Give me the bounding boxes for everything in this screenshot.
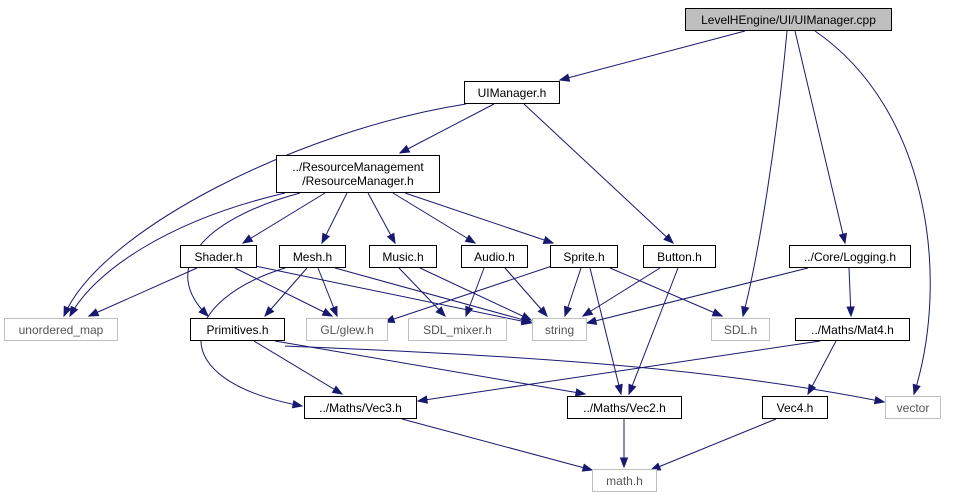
edge-button-vec2 [628, 267, 679, 395]
arrowhead-mesh-glew [329, 305, 338, 318]
node-vec2-h[interactable]: ../Maths/Vec2.h [567, 396, 682, 419]
edge-resource-audio [392, 192, 476, 244]
edge-vec4-math [650, 418, 777, 471]
dependency-edges [63, 30, 931, 472]
arrowhead-sprite-string [564, 305, 573, 318]
edge-resource-sprite [404, 192, 554, 244]
node-primitives-h[interactable]: Primitives.h [190, 318, 285, 341]
node-vec3-h[interactable]: ../Maths/Vec3.h [304, 396, 417, 419]
node-glew-h: GL/glew.h [306, 318, 388, 341]
arrowhead-resource-music [386, 232, 396, 245]
edge-uimanager-button [523, 103, 674, 244]
arrowhead-primitives-vec3 [331, 385, 344, 395]
edge-primitives-vec2 [274, 340, 586, 395]
arrowhead-primitives-vector [873, 395, 886, 405]
arrowhead-resource-umap [69, 305, 79, 318]
edge-music-string [419, 267, 532, 321]
edge-resource-umap [69, 192, 286, 317]
edge-root-uimanager [559, 30, 746, 81]
edge-shader-umap [88, 267, 198, 317]
edge-mat4-vec3 [417, 340, 821, 402]
arrowhead-root-uimanager [558, 73, 571, 82]
arrowhead-root-sdl [741, 305, 750, 318]
arrowhead-uimanager-resource [398, 144, 411, 154]
arrowhead-mesh-primitives [264, 306, 275, 318]
node-string: string [532, 318, 587, 341]
edge-mesh-primitives [264, 267, 308, 317]
edge-uimanager-umap [63, 103, 467, 317]
node-sdl-mixer-h: SDL_mixer.h [408, 318, 507, 341]
arrowhead-button-vec2 [628, 383, 637, 396]
node-audio-h[interactable]: Audio.h [461, 245, 528, 268]
edge-shader-glew [234, 267, 333, 317]
arrowhead-logging-string [585, 316, 598, 325]
node-root-uimanager-cpp: LevelHEngine/UI/UIManager.cpp [685, 8, 892, 31]
arrowhead-mat4-vec4 [807, 383, 817, 396]
arrowhead-music-sdlmixer [435, 306, 446, 317]
arrowhead-mat4-vec3 [416, 395, 429, 404]
arrowhead-root-vector [912, 383, 921, 396]
node-logging-h[interactable]: ../Core/Logging.h [789, 245, 911, 268]
node-shader-h[interactable]: Shader.h [180, 245, 257, 268]
edge-primitives-vec3 [253, 340, 343, 395]
node-mat4-h[interactable]: ../Maths/Mat4.h [795, 318, 910, 341]
arrowhead-resource-mesh [321, 232, 331, 245]
node-sdl-h: SDL.h [711, 318, 770, 341]
arrowhead-uimanager-button [663, 233, 675, 244]
edge-sprite-vec2 [589, 267, 622, 395]
node-resource-manager-line2: /ResourceManager.h [302, 174, 414, 188]
edge-resource-shader [242, 192, 326, 244]
arrowhead-audio-sdlmixer [465, 305, 474, 318]
arrowhead-logging-mat4 [846, 306, 855, 318]
node-sprite-h[interactable]: Sprite.h [550, 245, 618, 268]
edge-button-string [582, 267, 661, 317]
arrowhead-uimanager-umap [63, 305, 72, 318]
arrowhead-resource-shader [241, 234, 254, 244]
edge-logging-string [586, 267, 809, 324]
node-music-h[interactable]: Music.h [369, 245, 437, 268]
arrowhead-music-string [520, 312, 533, 321]
arrowhead-root-logging [838, 232, 847, 245]
arrowhead-sprite-sdl [711, 308, 724, 317]
edge-music-sdlmixer [398, 267, 446, 317]
edge-primitives-vector [284, 345, 885, 403]
node-uimanager-h[interactable]: UIManager.h [464, 81, 560, 104]
node-resource-manager-h[interactable]: ../ResourceManagement /ResourceManager.h [276, 155, 440, 193]
node-mesh-h[interactable]: Mesh.h [279, 245, 346, 268]
edge-audio-string [504, 267, 548, 317]
node-button-h[interactable]: Button.h [643, 245, 716, 268]
arrowhead-resource-audio [464, 234, 477, 244]
edge-vec3-math [401, 418, 593, 471]
arrowhead-mesh-vec3 [291, 400, 304, 409]
arrowhead-vec2-math [619, 457, 629, 469]
node-unordered-map: unordered_map [4, 318, 118, 341]
edge-shader-string [254, 265, 532, 324]
edge-mat4-vec4 [807, 340, 837, 395]
node-vec4-h[interactable]: Vec4.h [762, 396, 828, 419]
edge-root-vector [814, 30, 931, 395]
arrowhead-vec3-math [581, 463, 594, 472]
edge-sprite-glew [384, 265, 553, 323]
node-math-h: math.h [592, 469, 657, 492]
edge-root-sdl [742, 30, 788, 317]
arrowhead-resource-sprite [542, 235, 555, 244]
arrowhead-shader-glew [321, 308, 334, 317]
edge-mesh-string [334, 267, 532, 323]
arrowhead-primitives-vec2 [574, 388, 587, 397]
edge-uimanager-resource [399, 103, 495, 154]
node-resource-manager-line1: ../ResourceManagement [292, 160, 424, 174]
arrowhead-shader-umap [87, 308, 100, 317]
arrowhead-button-string [581, 307, 594, 317]
arrowhead-sprite-vec2 [614, 383, 623, 396]
node-vector: vector [885, 396, 941, 419]
arrowhead-resource-primitives [198, 306, 209, 317]
edge-sprite-sdl [609, 267, 723, 317]
edge-root-logging [794, 30, 846, 244]
arrowhead-audio-string [537, 306, 548, 318]
